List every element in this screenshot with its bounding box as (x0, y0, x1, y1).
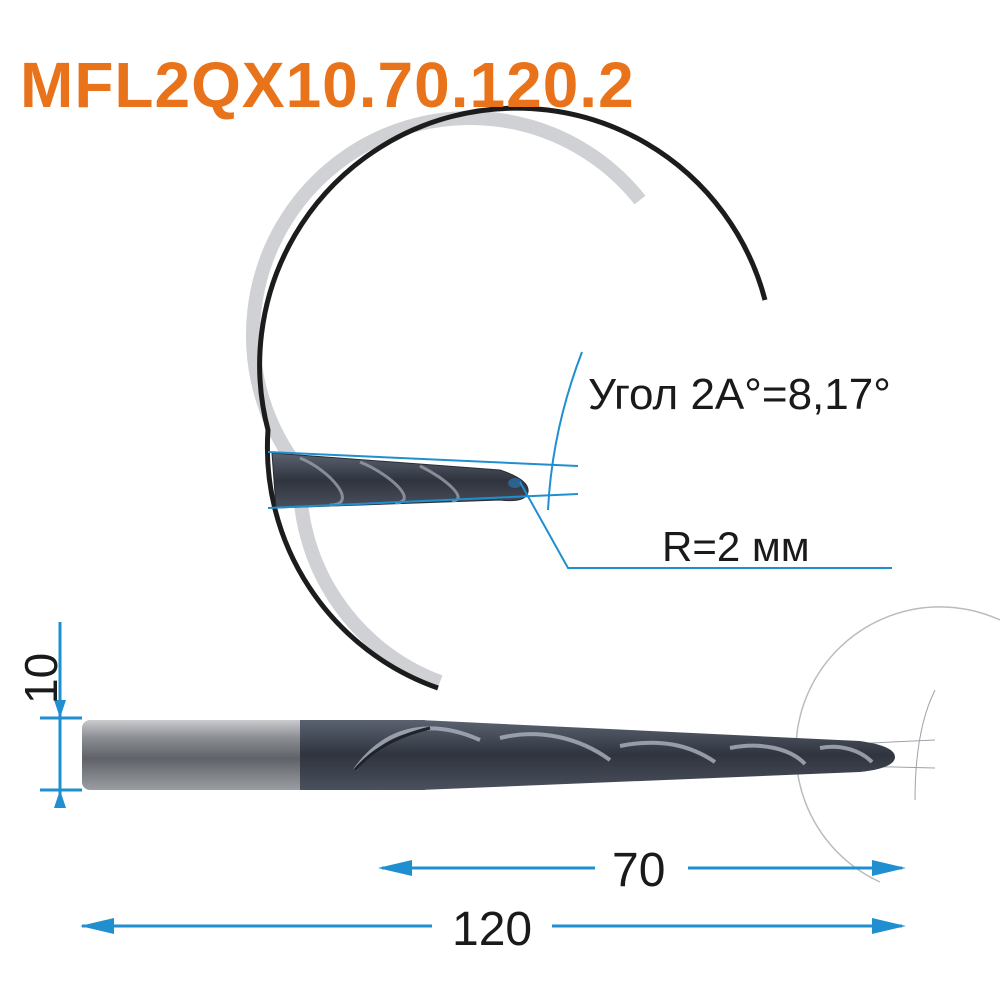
detail-arc-black (257, 105, 768, 691)
tool-shank (82, 720, 307, 790)
dimension-lines (40, 622, 906, 934)
angle-construction-lines (267, 351, 892, 569)
tool-flute (420, 720, 895, 790)
end-mill-tool (82, 720, 895, 790)
flute-length-label: 70 (612, 844, 666, 897)
product-code-title: MFL2QX10.70.120.2 (20, 49, 635, 121)
ball-radius-label: R=2 мм (662, 523, 810, 570)
detail-arc-grey (245, 110, 646, 689)
total-length-label: 120 (452, 903, 533, 956)
diameter-label: 10 (15, 652, 67, 704)
taper-angle-label: Угол 2А°=8,17° (588, 370, 891, 419)
